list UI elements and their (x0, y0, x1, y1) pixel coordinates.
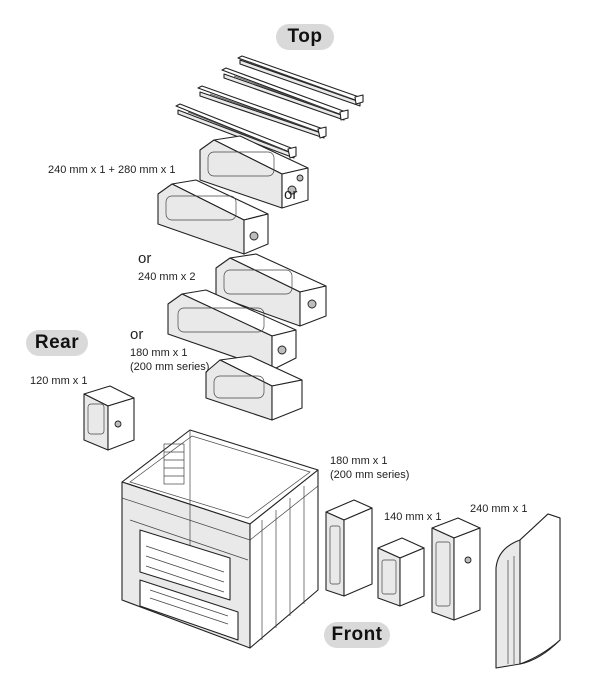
front-label: Front (324, 622, 390, 648)
rear-label: Rear (26, 330, 88, 356)
radiator-240mm-b (215, 253, 327, 327)
radiator-240mm-front (431, 517, 481, 621)
or-label-1: or (284, 186, 298, 203)
rail-1 (237, 55, 364, 107)
top-mounting-rails (175, 55, 364, 159)
top-option-1-label: 240 mm x 1 + 280 mm x 1 (48, 164, 176, 176)
radiator-180mm-top (205, 355, 303, 421)
radiator-120mm-rear (83, 385, 135, 451)
case-chassis (121, 429, 319, 649)
or-label-2: or (138, 250, 152, 267)
radiator-240mm-c (167, 289, 297, 371)
rail-4 (175, 103, 297, 159)
front-option-1-label-line2: (200 mm series) (330, 469, 410, 481)
top-option-3-label-line2: (200 mm series) (130, 361, 210, 373)
radiator-140mm-front (377, 537, 425, 607)
rail-2 (221, 67, 349, 121)
rail-3 (197, 85, 327, 139)
top-option-2-label: 240 mm x 2 (138, 271, 196, 283)
top-option-3-label-line1: 180 mm x 1 (130, 347, 188, 359)
front-panel-cover (495, 513, 561, 669)
rear-option-label: 120 mm x 1 (30, 375, 88, 387)
top-label: Top (276, 24, 334, 50)
radiator-280mm (199, 135, 309, 209)
radiator-240mm-a (157, 179, 269, 255)
front-option-3-label: 240 mm x 1 (470, 503, 528, 515)
or-label-3: or (130, 326, 144, 343)
front-option-1-label-line1: 180 mm x 1 (330, 455, 388, 467)
front-option-2-label: 140 mm x 1 (384, 511, 442, 523)
radiator-180mm-front (325, 499, 373, 597)
